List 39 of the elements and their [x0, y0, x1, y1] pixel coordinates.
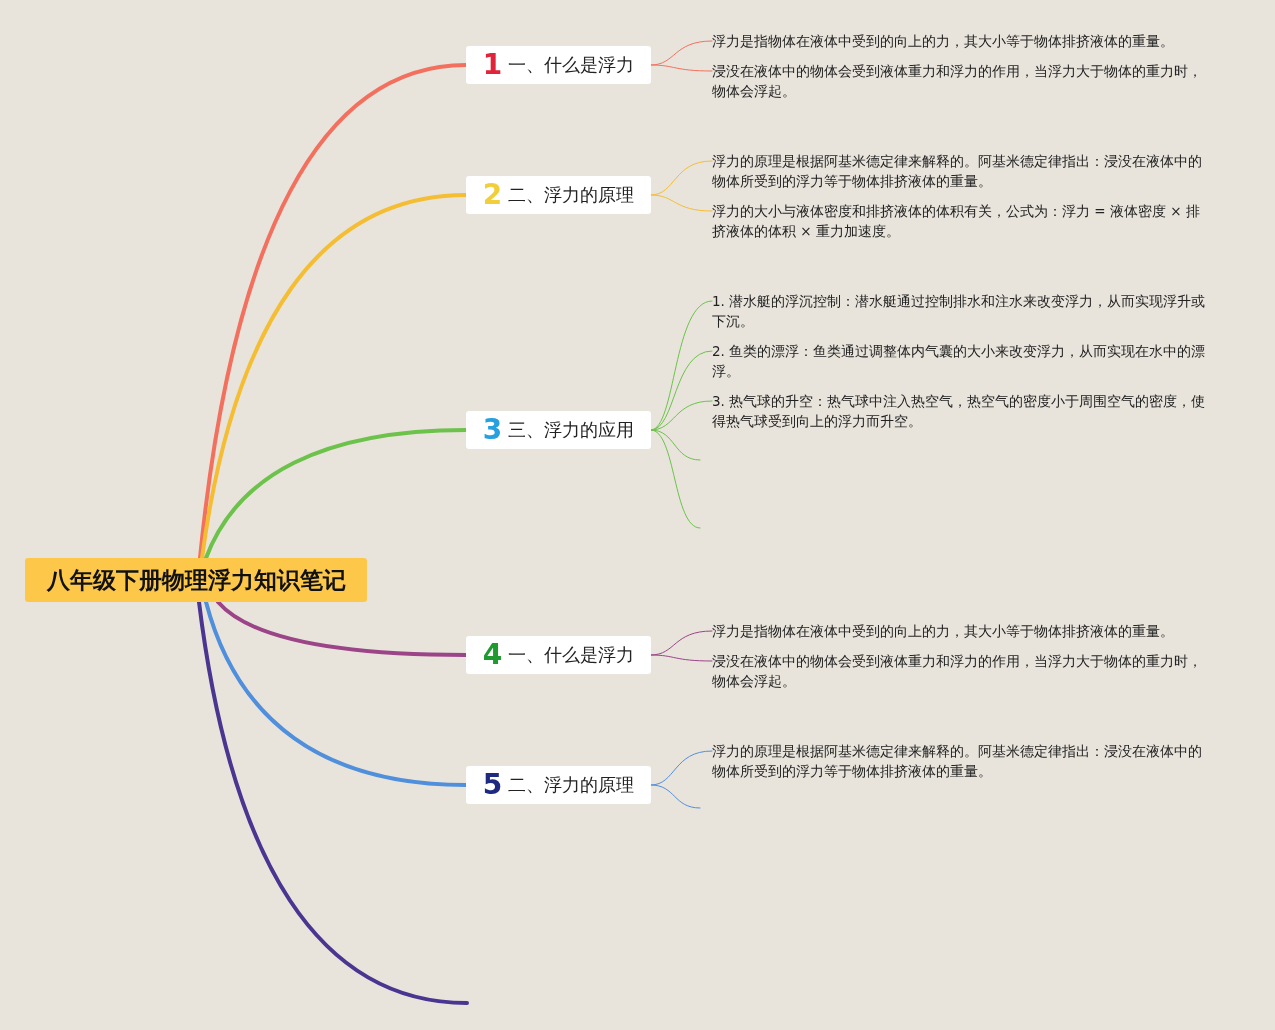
topic-box	[466, 46, 651, 84]
topic-label: 一、什么是浮力	[508, 643, 635, 667]
branch-line	[198, 63, 468, 560]
branch-line	[204, 428, 468, 560]
connector-line	[650, 64, 713, 72]
note-text: 浮力的大小与液体密度和排挤液体的体积有关，公式为：浮力 = 液体密度 × 排挤液体的体积 × 重力加速度。	[712, 201, 1212, 241]
root-topic: 八年级下册物理浮力知识笔记	[25, 558, 367, 602]
topic-number: 2	[482, 181, 503, 209]
connector-line	[650, 429, 701, 529]
note-text: 浮力的原理是根据阿基米德定律来解释的。阿基米德定律指出：浸没在液体中的物体所受到的浮力等于物体排挤液体的重量。	[712, 741, 1212, 781]
connector-line	[650, 194, 713, 212]
connector-line	[650, 784, 701, 809]
topic-number: 3	[482, 416, 503, 444]
topic-label: 二、浮力的原理	[508, 773, 635, 797]
branch-line	[200, 193, 468, 560]
note-text: 浮力是指物体在液体中受到的向上的力，其大小等于物体排挤液体的重量。	[712, 31, 1212, 51]
topic-number: 4	[482, 641, 503, 669]
topic-number: 1	[482, 51, 503, 79]
note-text: 浮力的原理是根据阿基米德定律来解释的。阿基米德定律指出：浸没在液体中的物体所受到的浮力等于物体排挤液体的重量。	[712, 151, 1212, 191]
topic-label: 二、浮力的原理	[508, 183, 635, 207]
note-text: 3. 热气球的升空：热气球中注入热空气，热空气的密度小于周围空气的密度，使得热气球受到向上的浮力而升空。	[712, 391, 1212, 431]
topic-box	[466, 636, 651, 674]
note-text: 1. 潜水艇的浮沉控制：潜水艇通过控制排水和注水来改变浮力，从而实现浮升或下沉。	[712, 291, 1212, 331]
connector-line	[650, 429, 701, 461]
connector-line	[650, 160, 713, 196]
topic-box	[466, 176, 651, 214]
note-text: 浸没在液体中的物体会受到液体重力和浮力的作用，当浮力大于物体的重力时，物体会浮起。	[712, 61, 1212, 101]
topic-number: 5	[482, 771, 503, 799]
topic-label: 一、什么是浮力	[508, 53, 635, 77]
topic-label: 三、浮力的应用	[508, 418, 635, 442]
note-text: 浮力是指物体在液体中受到的向上的力，其大小等于物体排挤液体的重量。	[712, 621, 1212, 641]
connector-line	[650, 654, 713, 662]
branch-line	[216, 600, 468, 657]
note-text: 浸没在液体中的物体会受到液体重力和浮力的作用，当浮力大于物体的重力时，物体会浮起。	[712, 651, 1212, 691]
note-text: 2. 鱼类的漂浮：鱼类通过调整体内气囊的大小来改变浮力，从而实现在水中的漂浮。	[712, 341, 1212, 381]
topic-box	[466, 766, 651, 804]
branch-line	[197, 600, 469, 1005]
topic-box	[466, 411, 651, 449]
branch-line	[204, 600, 468, 787]
